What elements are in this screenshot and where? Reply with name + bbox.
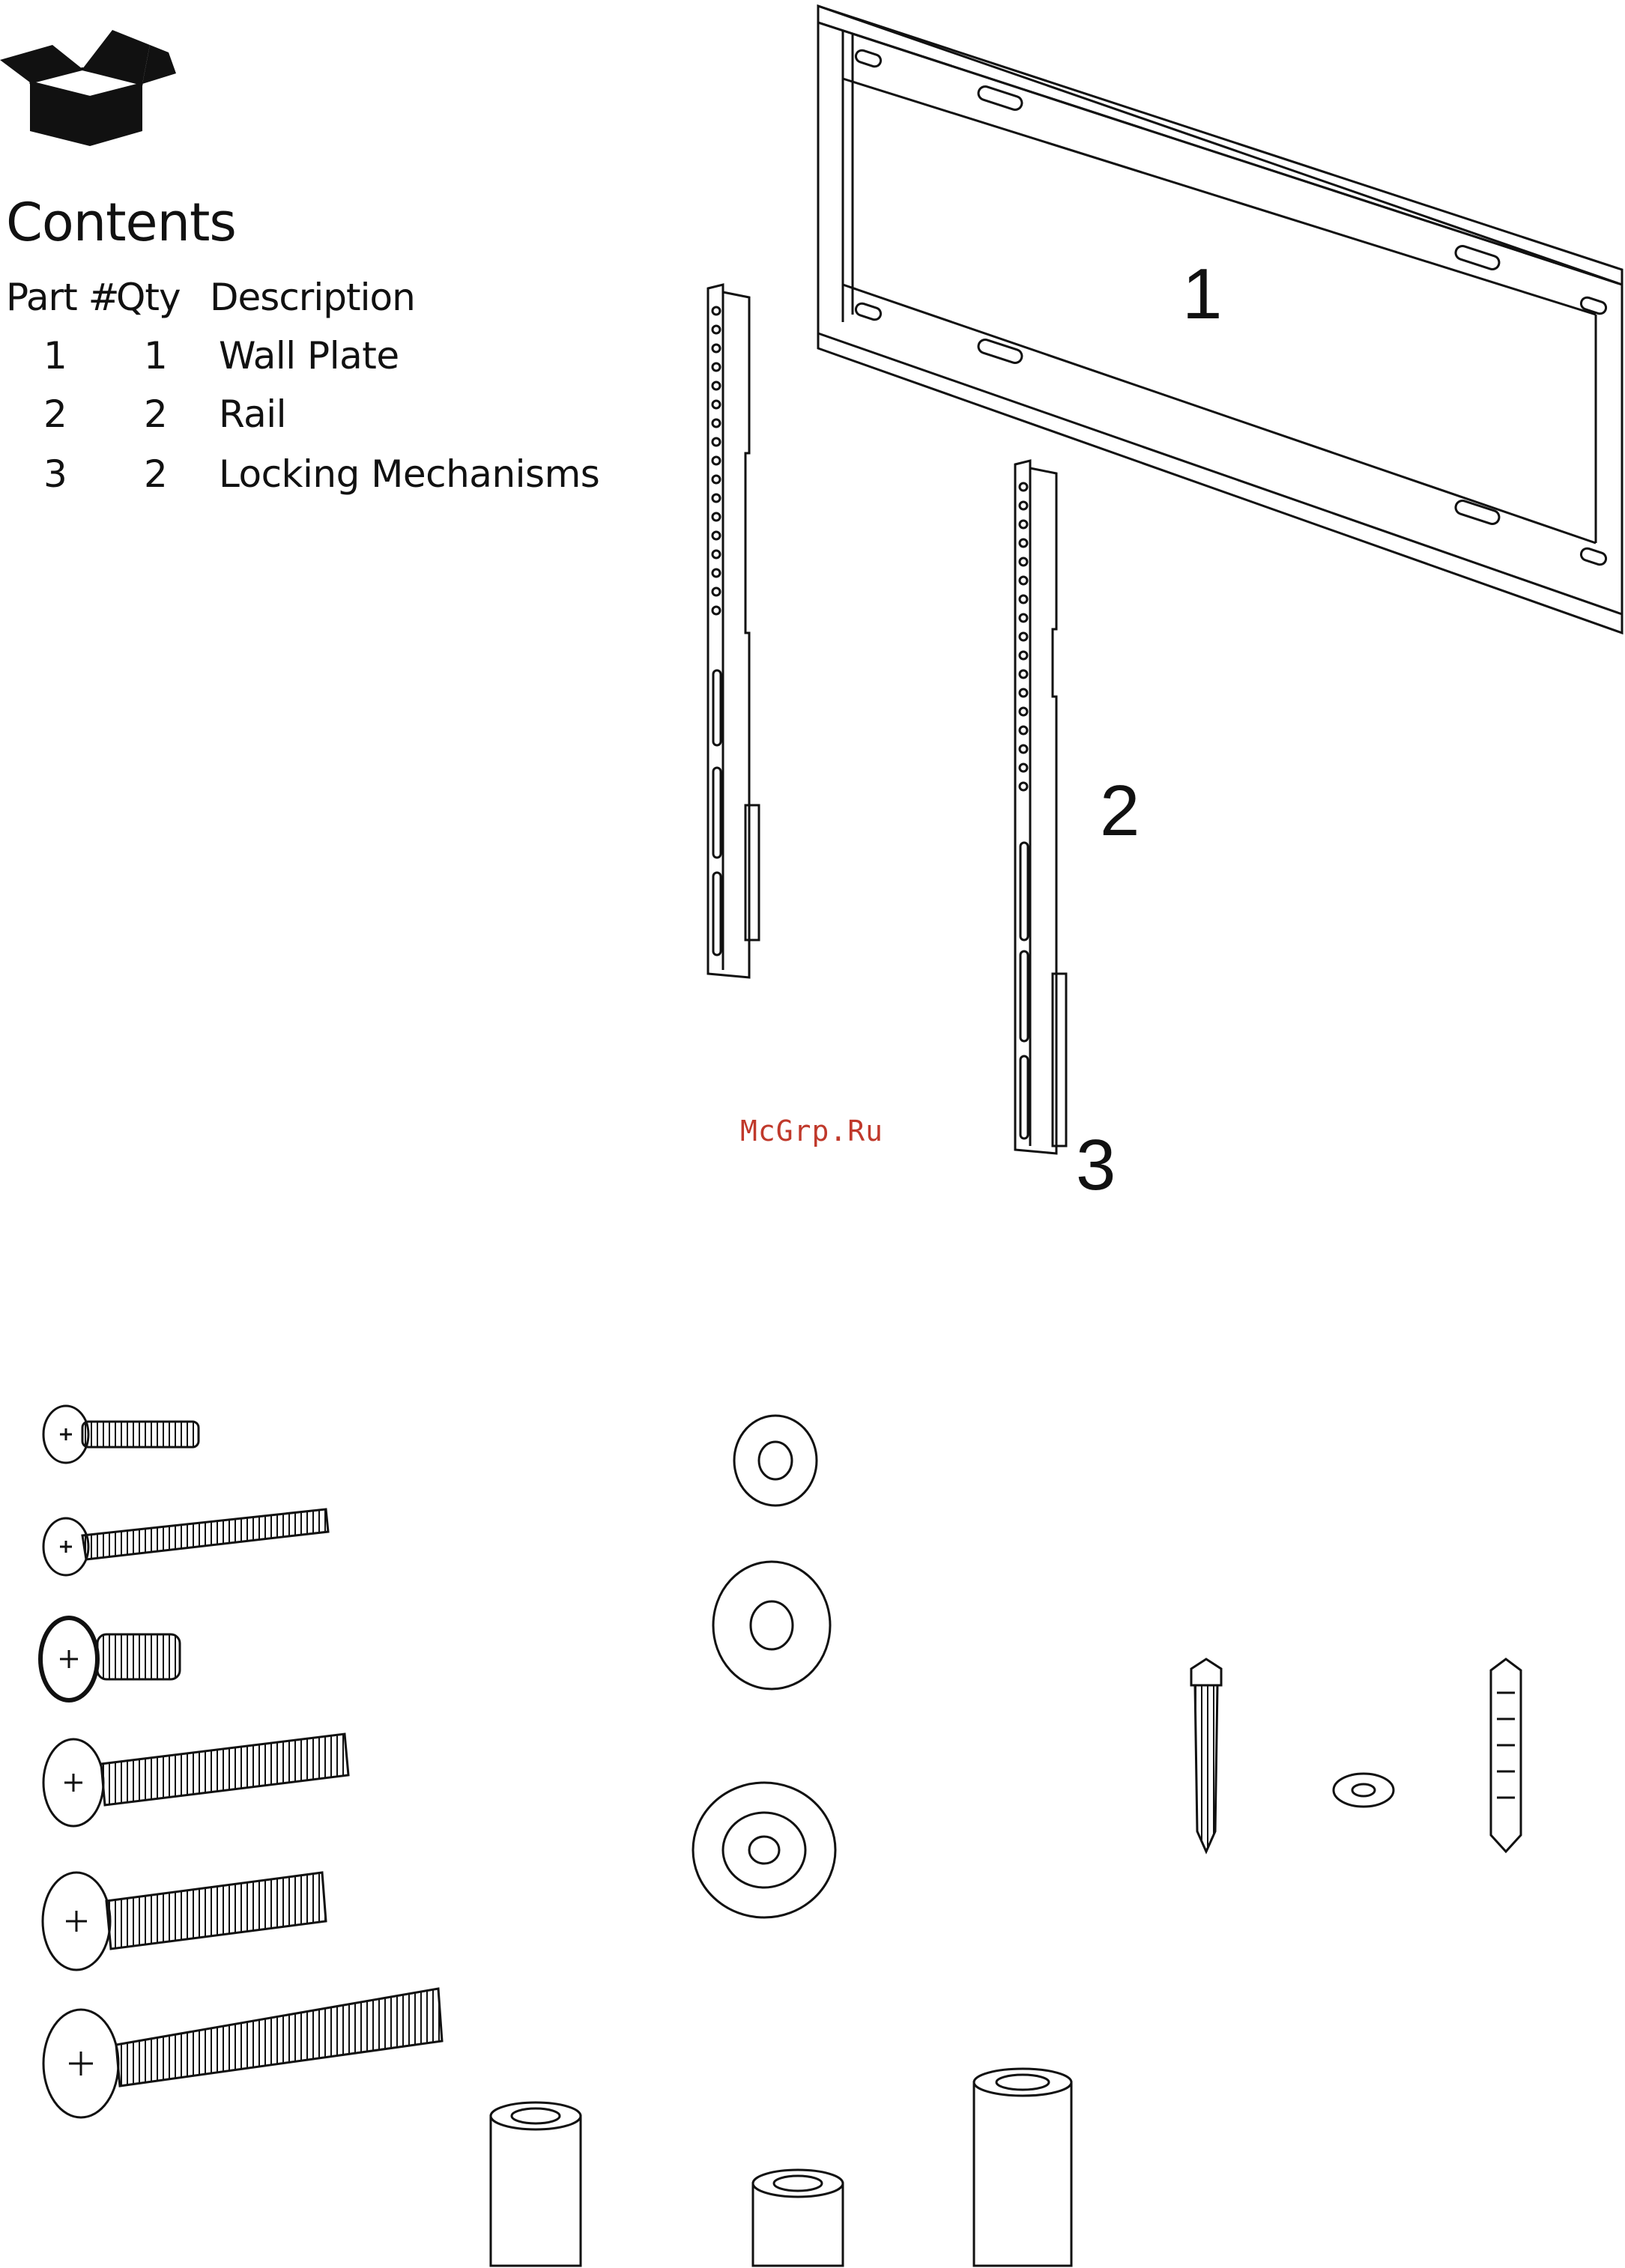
row-1-part: 1 [43,337,67,375]
row-3-description: Locking Mechanisms [219,455,599,493]
row-2-part: 2 [43,395,67,433]
rail-right-drawing [1011,457,1071,1161]
row-2-qty: 2 [144,395,167,433]
open-box-icon [0,15,180,150]
row-1-description: Wall Plate [219,337,399,375]
header-part: Part # [6,279,119,316]
spacers-drawing [479,2067,1079,2268]
header-description: Description [210,279,415,316]
row-1-qty: 1 [144,337,167,375]
callout-1: 1 [1182,258,1222,330]
callout-2: 2 [1100,775,1140,847]
anchor-hardware-drawing [1176,1655,1566,1858]
row-3-part: 3 [43,455,67,493]
header-qty: Qty [116,279,181,316]
callout-3: 3 [1076,1130,1116,1201]
screws-drawing [30,1393,494,2142]
watermark: McGrp.Ru [740,1115,883,1147]
contents-title: Contents [6,196,236,249]
row-2-description: Rail [219,395,286,433]
rail-left-drawing [704,281,764,985]
row-3-qty: 2 [144,455,167,493]
washers-drawing [667,1408,862,1955]
